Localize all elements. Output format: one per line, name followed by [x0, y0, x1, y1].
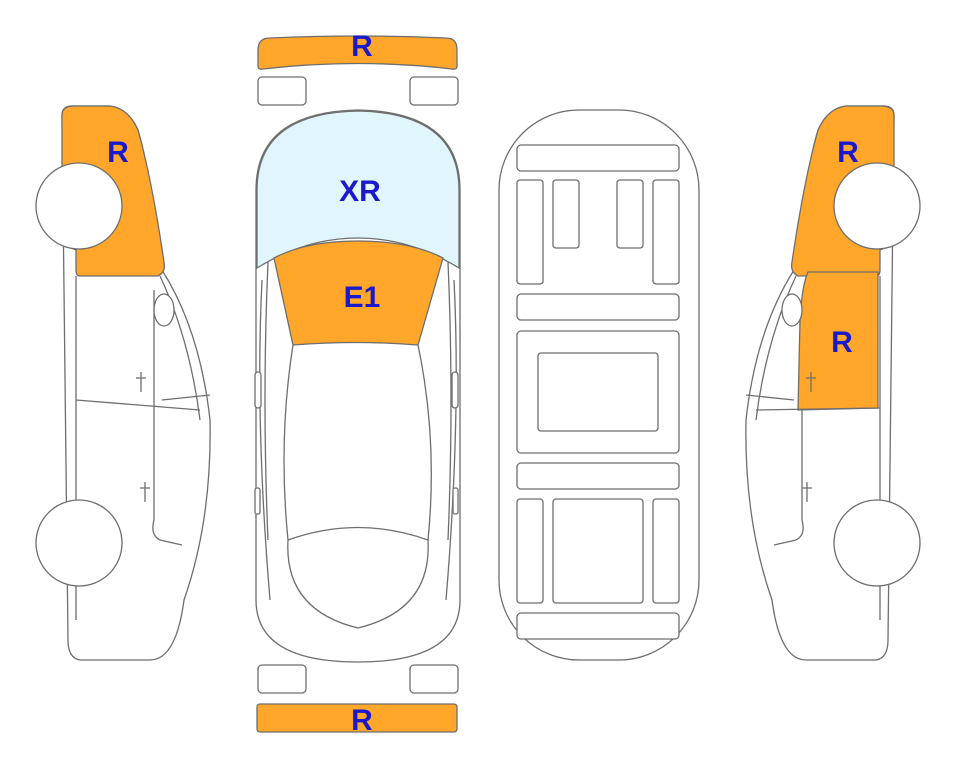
left-door-handle-top [254, 487, 261, 515]
right-side-pillar [755, 275, 797, 421]
left-a-pillar-line [264, 261, 269, 541]
left-rear-wheel [35, 499, 123, 587]
underbody-rear-bar [516, 612, 680, 640]
front-bumper-label: R [351, 30, 373, 63]
left-side-mirror [153, 293, 175, 327]
right-rear-wheel [833, 499, 921, 587]
right-rear-door-handle [802, 482, 812, 502]
right-rear-door-label: R [831, 326, 853, 359]
car-right-side-view: R R [745, 105, 921, 661]
left-front-fender-label: R [107, 136, 129, 169]
right-a-pillar-line [447, 261, 452, 541]
rear-bumper-zone[interactable]: R [256, 703, 458, 737]
left-front-door-handle [136, 372, 146, 392]
left-side-rear-line [161, 394, 211, 401]
front-bumper-zone[interactable]: R [257, 30, 458, 70]
windshield-label: XR [339, 175, 381, 208]
underbody-center-panel [537, 352, 659, 432]
right-side-mirror [781, 293, 803, 327]
rear-right-taillight [409, 664, 459, 694]
rear-window-outline [287, 526, 429, 629]
rear-bumper-panel [256, 703, 458, 733]
left-side-door-seam [75, 399, 201, 411]
right-body-curve [445, 279, 457, 601]
underbody-crossmember-front [516, 293, 680, 321]
underbody-crossmember-rear [516, 462, 680, 490]
hood-panel [273, 240, 444, 346]
rear-bumper-label: R [351, 704, 373, 737]
car-left-side-view: R [35, 105, 211, 661]
windshield-panel [256, 110, 460, 270]
car-underbody-view [498, 109, 700, 661]
right-side-door-seam [755, 407, 881, 411]
right-rear-quarter-label: R [837, 136, 859, 169]
right-front-door-handle [806, 372, 816, 392]
underbody-front-left-mount [552, 179, 580, 249]
right-side-rear-line [745, 394, 795, 401]
underbody-front-right-mount [616, 179, 644, 249]
rear-left-taillight [257, 664, 307, 694]
front-left-headlight [257, 76, 307, 106]
underbody-rear-center [552, 498, 644, 604]
left-rear-door-handle [140, 482, 150, 502]
car-top-view: XR E1 [254, 109, 461, 663]
windshield-zone[interactable]: XR [256, 110, 460, 270]
left-front-wheel [35, 162, 123, 250]
left-mirror [254, 371, 262, 409]
left-side-pillar [159, 275, 201, 421]
underbody-front-bar [516, 144, 680, 172]
right-side-window-line [773, 410, 804, 546]
underbody-rear-right-rail [652, 498, 680, 604]
right-mirror [451, 371, 459, 409]
front-right-headlight [409, 76, 459, 106]
underbody-front-left-rail [516, 179, 544, 285]
left-roof-line [283, 344, 294, 541]
hood-label: E1 [344, 281, 381, 314]
hood-zone[interactable]: E1 [273, 240, 444, 346]
front-bumper-panel [257, 35, 458, 70]
underbody-front-right-rail [652, 179, 680, 285]
right-rear-door-zone[interactable]: R [797, 271, 879, 411]
right-door-handle-top [452, 487, 459, 515]
left-body-curve [259, 279, 271, 601]
right-roof-line [417, 344, 432, 541]
underbody-rear-left-rail [516, 498, 544, 604]
right-front-wheel [833, 162, 921, 250]
left-side-window-line [152, 290, 183, 546]
